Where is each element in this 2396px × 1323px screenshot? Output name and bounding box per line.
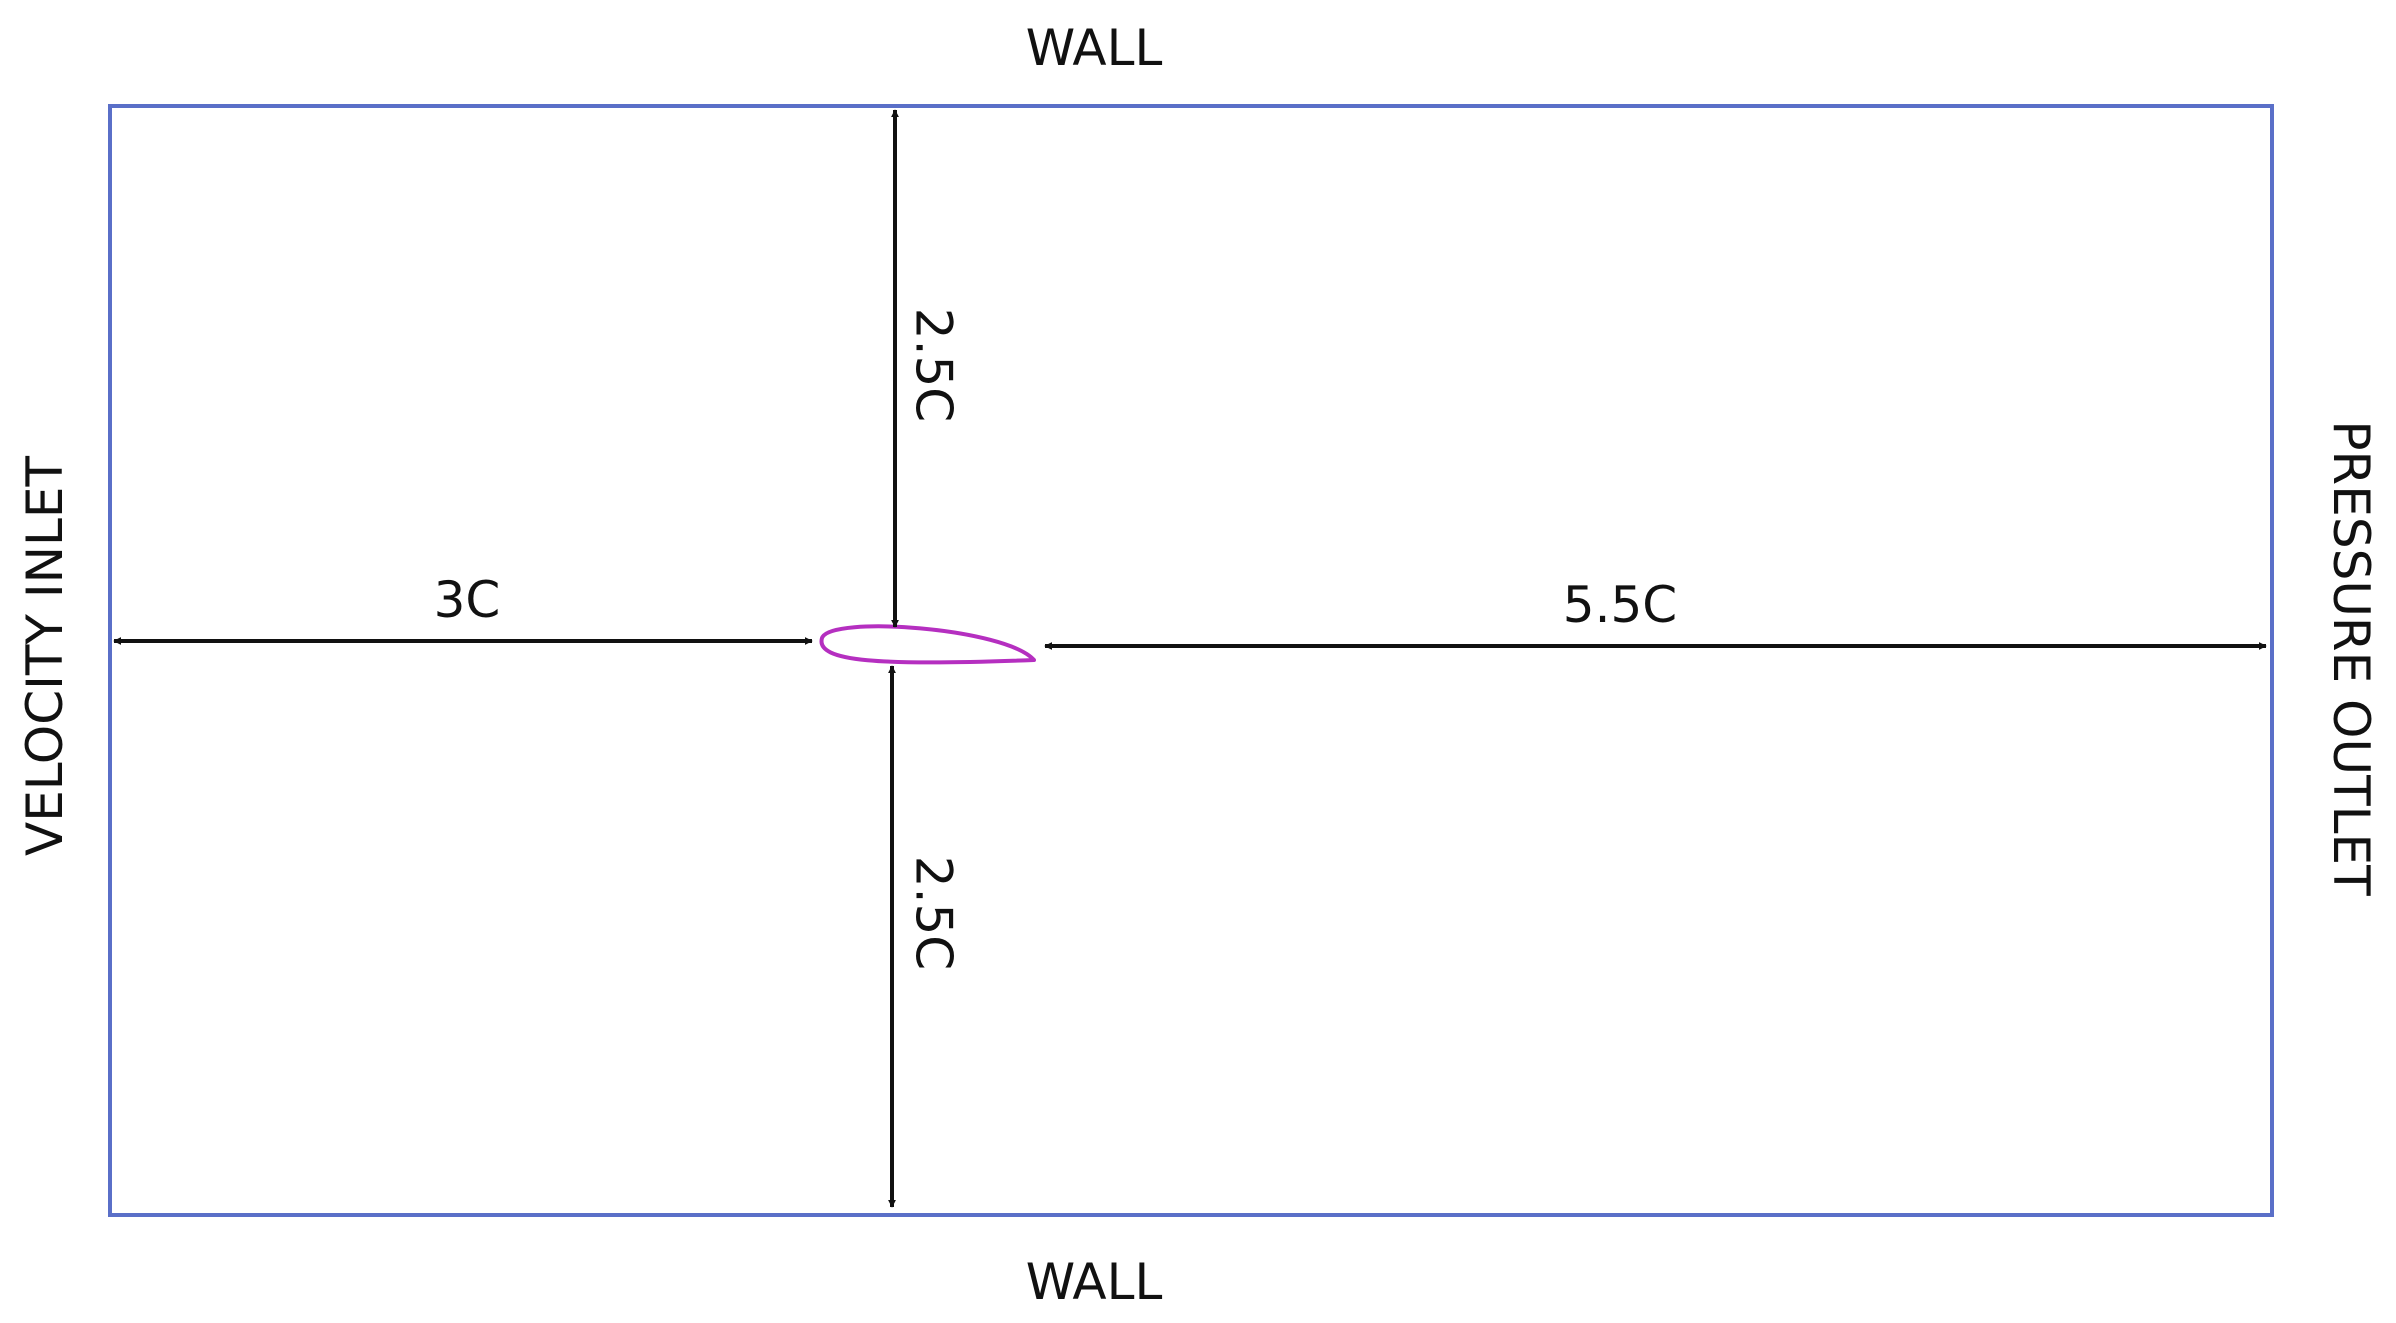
pressure-outlet-label: PRESSURE OUTLET — [2322, 420, 2380, 896]
upstream-dimension-label: 3C — [434, 571, 501, 629]
bottom-wall-label: WALL — [1026, 1253, 1163, 1311]
airfoil — [819, 624, 1036, 665]
below-dimension-label: 2.5C — [905, 856, 963, 970]
domain-boundary — [108, 104, 2274, 1217]
above-dimension-label: 2.5C — [905, 308, 963, 422]
velocity-inlet-label: VELOCITY INLET — [16, 456, 74, 856]
top-wall-label: WALL — [1026, 19, 1163, 77]
downstream-dimension-label: 5.5C — [1563, 576, 1677, 634]
